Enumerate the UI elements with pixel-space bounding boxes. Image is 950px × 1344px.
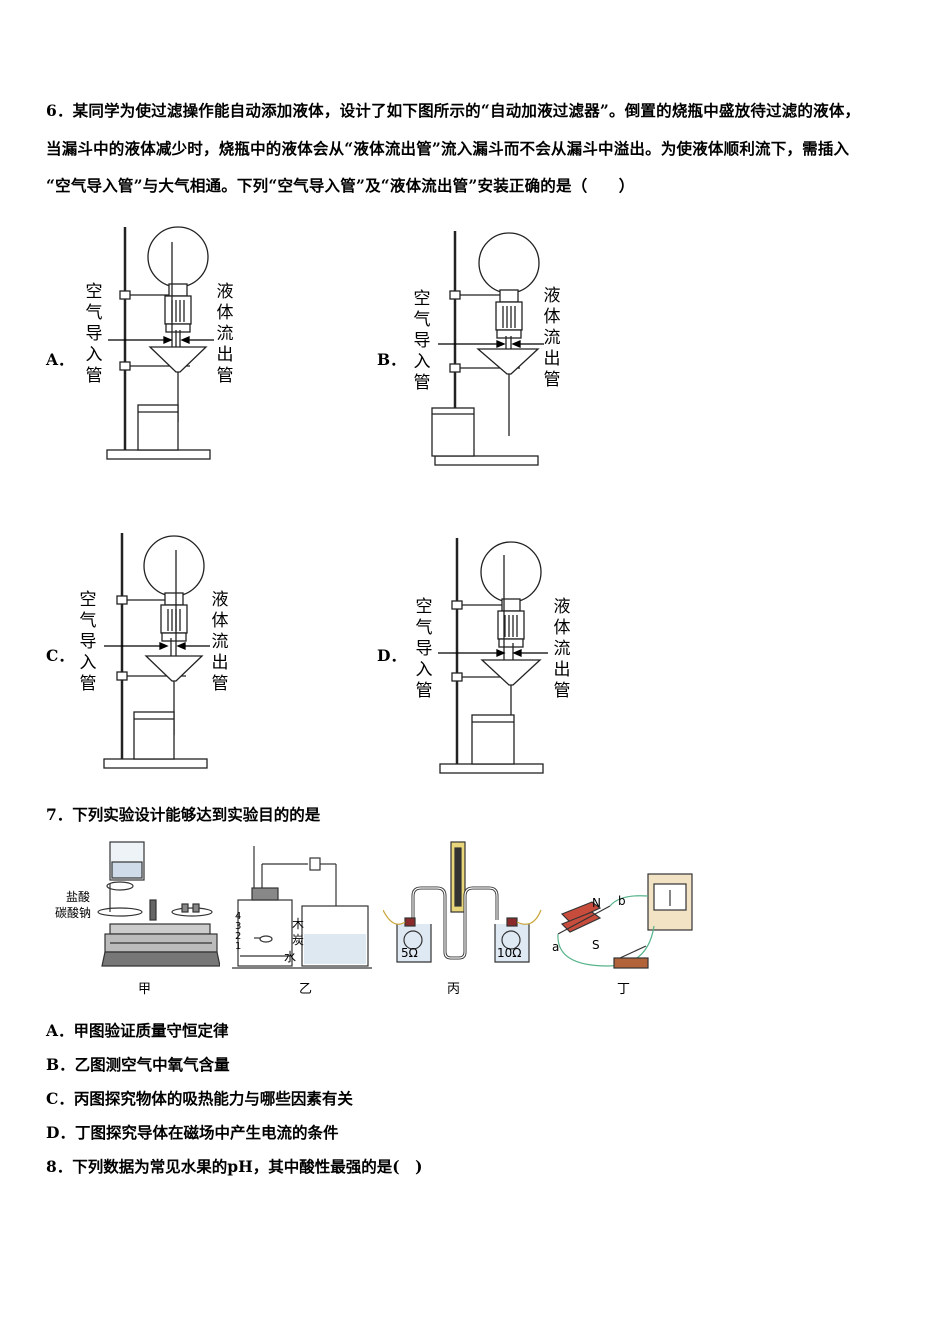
apparatus-b: 空气导入管 液体流出管 xyxy=(410,226,570,471)
apparatus-b-drawing xyxy=(431,231,544,466)
caption-yi: 乙 xyxy=(299,982,313,997)
figure-ding-induction: N S a b xyxy=(548,866,698,974)
q7-choice-b: B．乙图测空气中氧气含量 xyxy=(46,1055,230,1074)
caption-jia: 甲 xyxy=(138,982,152,997)
air-inlet-label-a: 空气导入管 xyxy=(85,282,103,386)
apparatus-d: 空气导入管 液体流出管 xyxy=(410,535,571,780)
air-inlet-label-c: 空气导入管 xyxy=(79,590,97,694)
label-b: b xyxy=(618,894,626,908)
label-charcoal: 木炭 xyxy=(292,917,305,947)
option-c-label: C． xyxy=(46,646,74,665)
label-hydrochloric-acid: 盐酸 xyxy=(66,890,91,904)
oxygen-setup-drawing xyxy=(232,846,372,969)
q6-line-3: “空气导入管”与大气相通。下列“空气导入管”及“液体流出管”安装正确的是（ ） xyxy=(46,176,635,195)
liquid-outlet-label-a: 液体流出管 xyxy=(216,282,234,386)
label-south-pole: S xyxy=(592,938,600,952)
q8-stem: 8．下列数据为常见水果的pH，其中酸性最强的是( ) xyxy=(46,1157,423,1176)
apparatus-c-drawing xyxy=(103,533,210,769)
air-inlet-label-b: 空气导入管 xyxy=(413,289,431,393)
liquid-outlet-label-c: 液体流出管 xyxy=(211,590,229,694)
induction-drawing xyxy=(557,873,693,969)
liquid-outlet-label-d: 液体流出管 xyxy=(553,597,571,701)
option-d-label: D． xyxy=(377,646,406,665)
figure-bing-resistors: 5Ω 10Ω xyxy=(382,840,543,972)
apparatus-c: 空气导入管 液体流出管 xyxy=(76,530,236,775)
label-sodium-carbonate: 碳酸钠 xyxy=(55,906,92,920)
apparatus-a-drawing xyxy=(106,226,214,460)
q7-choice-a: A．甲图验证质量守恒定律 xyxy=(46,1021,229,1040)
resistors-drawing xyxy=(382,841,542,963)
label-resistor-5ohm: 5Ω xyxy=(401,946,418,960)
figure-jia-balance: 盐酸 碳酸钠 xyxy=(50,838,221,973)
label-north-pole: N xyxy=(592,896,601,910)
q7-choice-c: C．丙图探究物体的吸热能力与哪些因素有关 xyxy=(46,1089,353,1108)
apparatus-a: 空气导入管 液体流出管 xyxy=(80,222,240,467)
q6-line-2: 当漏斗中的液体减少时，烧瓶中的液体会从“液体流出管”流入漏斗而不会从漏斗中溢出。… xyxy=(46,139,850,158)
caption-bing: 丙 xyxy=(447,982,461,997)
apparatus-d-drawing xyxy=(438,538,548,774)
q7-choice-d: D．丁图探究导体在磁场中产生电流的条件 xyxy=(46,1123,339,1142)
label-water: 水 xyxy=(284,950,297,964)
q6-line-1: 6．某同学为使过滤操作能自动添加液体，设计了如下图所示的“自动加液过滤器”。倒置… xyxy=(46,101,861,120)
air-inlet-label-d: 空气导入管 xyxy=(415,597,433,701)
liquid-outlet-label-b: 液体流出管 xyxy=(543,286,561,390)
q7-stem: 7．下列实验设计能够达到实验目的的是 xyxy=(46,805,321,824)
label-a: a xyxy=(552,940,560,954)
label-resistor-10ohm: 10Ω xyxy=(497,946,522,960)
balance-drawing xyxy=(97,841,221,967)
caption-ding: 丁 xyxy=(617,982,631,997)
option-b-label: B． xyxy=(377,350,406,369)
option-a-label: A． xyxy=(46,350,74,369)
